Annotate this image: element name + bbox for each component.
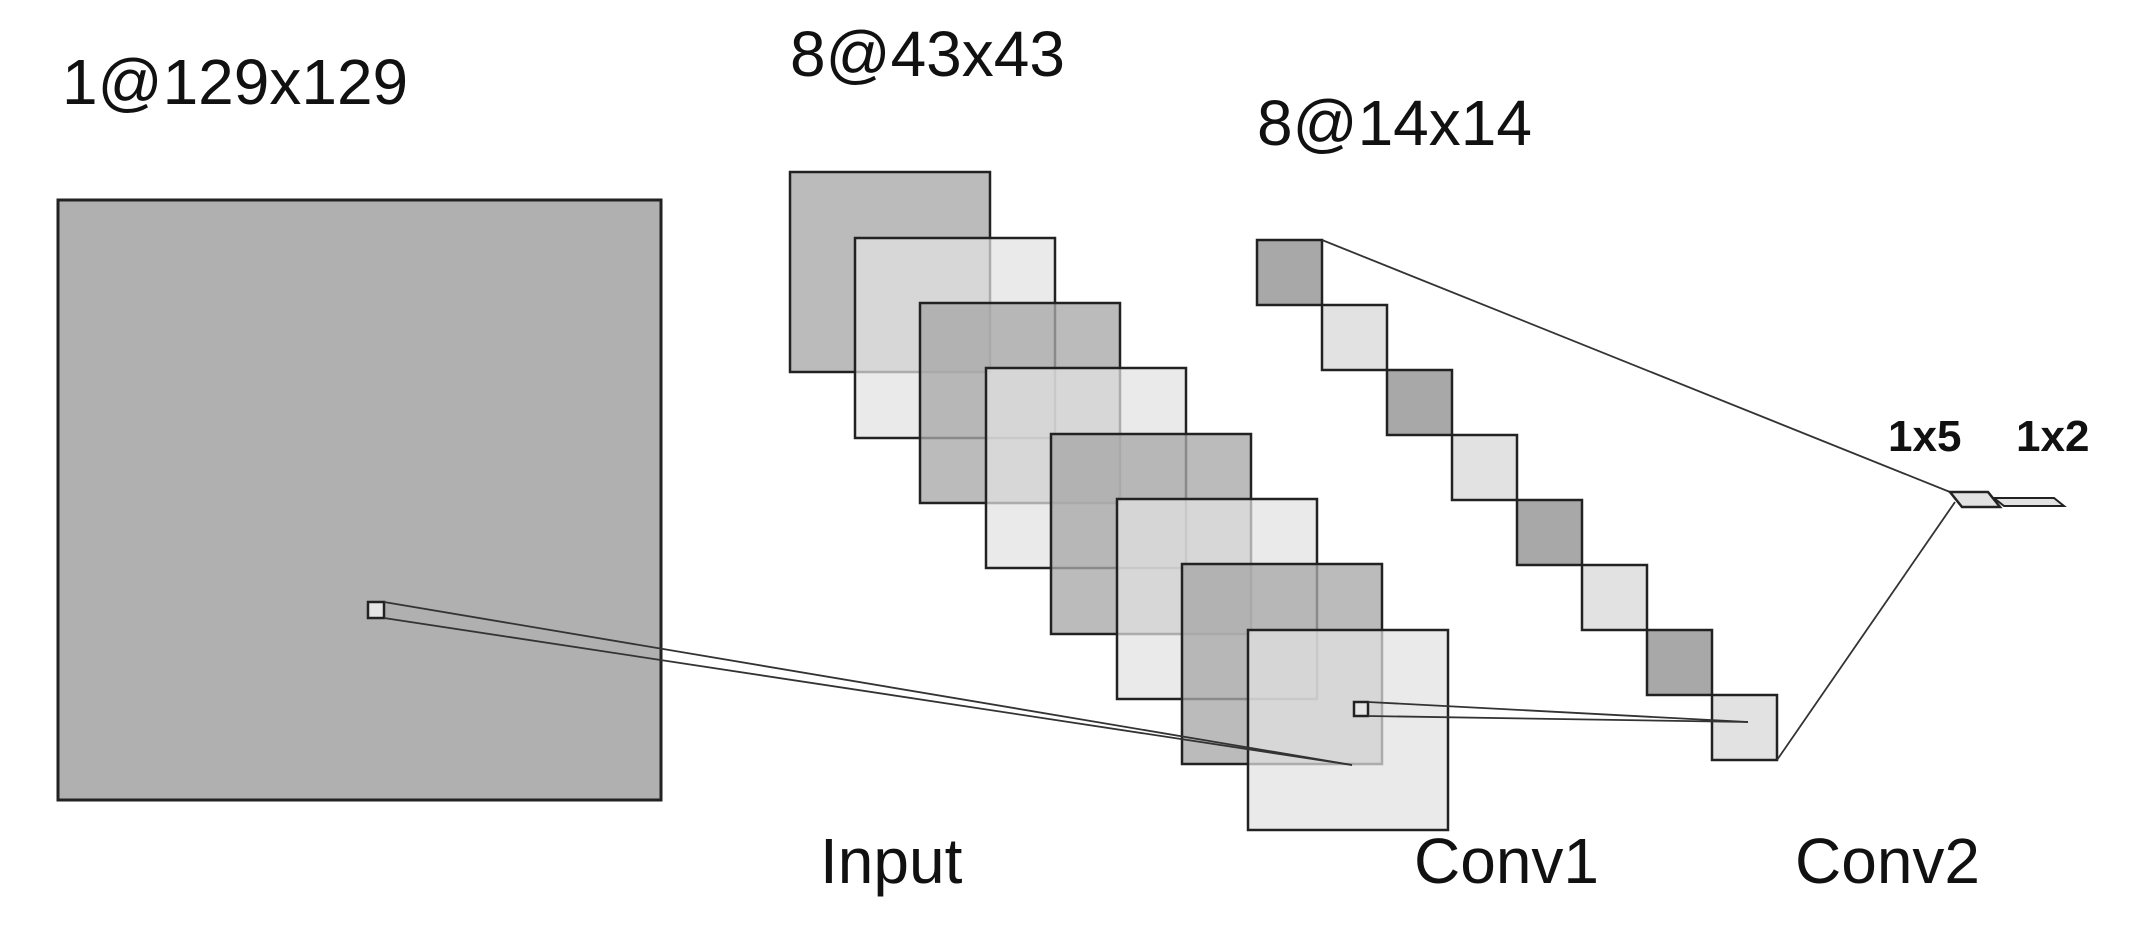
conv1-caption: Conv1 [1414,825,1599,897]
conv2-projection-line-bottom [1776,501,1956,761]
conv2-projection-line-top [1321,239,1951,493]
conv1-projection-line-bottom [1367,715,1749,723]
conv2-map-8 [1710,693,1779,762]
conv2-map-7 [1645,628,1714,697]
fc1-dimension-label: 1x5 [1888,412,1961,461]
conv1-feature-maps [788,170,1450,832]
conv1-map-8 [1246,628,1450,832]
conv2-map-4 [1450,433,1519,502]
conv1-kernel-square [1352,700,1370,718]
conv2-map-2 [1320,303,1389,372]
input-caption: Input [820,825,963,897]
conv2-caption: Conv2 [1795,825,1980,897]
conv2-feature-maps [1255,238,1779,762]
conv2-map-6 [1580,563,1649,632]
conv2-map-1 [1255,238,1324,307]
input-dimension-label: 1@129x129 [62,46,408,118]
conv1-dimension-label: 8@43x43 [790,18,1065,90]
conv2-dimension-label: 8@14x14 [1257,87,1532,159]
input-kernel-square [366,600,386,620]
conv1-projection-line-top [1367,701,1749,723]
input-projection-line-bottom [383,617,1353,766]
fc2-dimension-label: 1x2 [2016,412,2089,461]
conv2-map-5 [1515,498,1584,567]
input-receptive-field [366,600,1353,766]
input-projection-line-top [383,601,1353,766]
conv2-map-3 [1385,368,1454,437]
fully-connected-layers [1947,490,2067,509]
conv1-receptive-field [1352,700,1749,723]
input-layer-square [56,198,663,802]
conv2-to-fc-projection [1321,239,1956,761]
fc1-layer [1947,490,2003,509]
fc2-layer [1991,497,2067,507]
